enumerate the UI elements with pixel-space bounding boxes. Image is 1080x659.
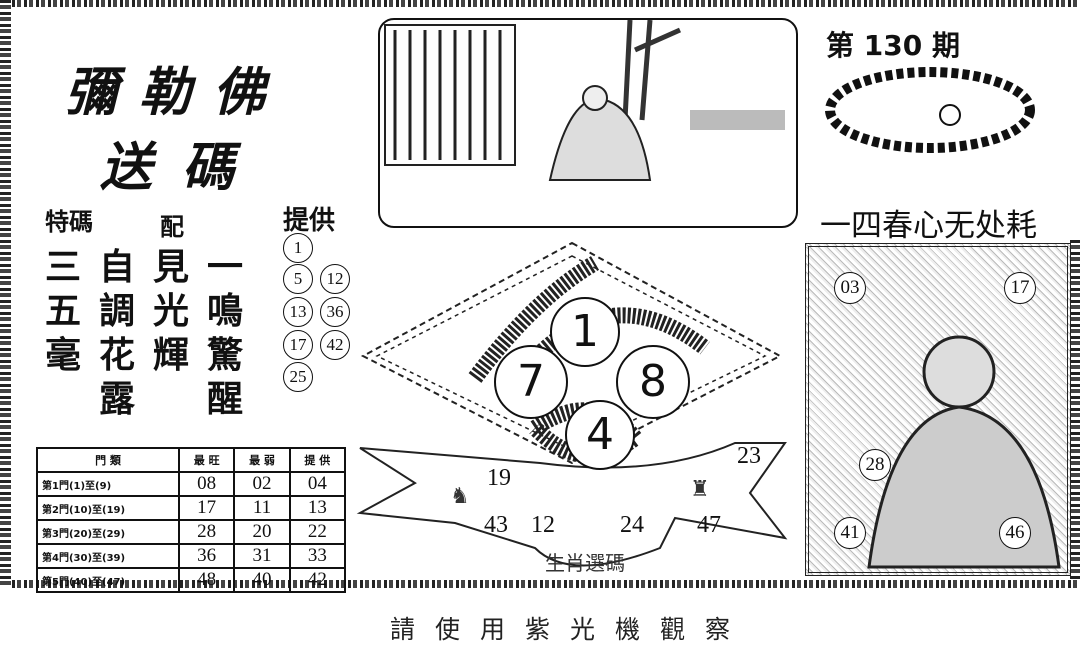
table-cell: 36 <box>177 543 236 569</box>
footer-note: 請使用紫光機觀察 <box>390 615 751 644</box>
special-header: 特碼 <box>45 207 93 236</box>
lucky-ball: 7 <box>494 345 568 419</box>
banner-number: 19 <box>487 465 511 491</box>
banner-number: 12 <box>531 512 555 538</box>
table-cell: 11 <box>233 495 291 521</box>
grid-char: 自 <box>98 247 135 288</box>
table-cell: 20 <box>233 519 291 545</box>
table-cell: 02 <box>233 471 291 497</box>
dragon-zodiac-icon: ♜ <box>690 477 710 502</box>
title-line1: 彌勒佛 <box>65 62 288 123</box>
grid-char: 輝 <box>152 335 189 376</box>
provided-number: 25 <box>283 362 313 392</box>
monk-illustration <box>378 18 798 228</box>
pair-header: 配 <box>160 212 184 241</box>
monk-jail-picture <box>384 20 785 181</box>
table-cell: 33 <box>288 543 347 569</box>
grid-char: 花 <box>98 335 135 376</box>
lucky-ball: 1 <box>550 297 620 367</box>
table-cell: 40 <box>233 567 291 593</box>
top-border-strip <box>0 0 1080 7</box>
table-cell: 28 <box>177 519 236 545</box>
table-cell: 第1門(1)至(9) <box>36 471 180 497</box>
table-cell: 48 <box>177 567 236 593</box>
diamond-banner-graphic: ♞ ♜ <box>356 241 788 567</box>
banner-number: 23 <box>737 443 761 469</box>
table-cell: 42 <box>288 567 347 593</box>
table-cell: 22 <box>288 519 347 545</box>
grid-char: 調 <box>98 291 135 332</box>
buddha-number: 28 <box>859 449 891 481</box>
table-header: 最 弱 <box>233 447 291 473</box>
table-cell: 08 <box>177 471 236 497</box>
grid-char: 露 <box>98 379 135 420</box>
right-border-strip <box>1070 240 1080 580</box>
bottom-border-strip <box>0 580 1080 588</box>
monkey-zodiac-icon: ♞ <box>450 484 470 509</box>
grid-char: 三 <box>44 247 81 288</box>
table-cell: 第2門(10)至(19) <box>36 495 180 521</box>
grid-char: 毫 <box>44 335 81 376</box>
zodiac-banner-label: 生肖選碼 <box>545 551 625 575</box>
special-grid: 三自見一 五調光鳴 毫花輝驚 露 醒 <box>40 238 248 420</box>
provided-number: 13 <box>283 297 313 327</box>
grid-char: 五 <box>44 291 81 332</box>
banner-number: 24 <box>620 512 644 538</box>
provided-number: 36 <box>320 297 350 327</box>
grid-char: 驚 <box>206 335 243 376</box>
table-cell: 13 <box>288 495 347 521</box>
table-cell: 第4門(30)至(39) <box>36 543 180 569</box>
provided-number: 42 <box>320 330 350 360</box>
provided-number: 12 <box>320 264 350 294</box>
left-border-strip <box>0 0 11 588</box>
table-cell: 31 <box>233 543 291 569</box>
table-cell: 第5門(40)至(47) <box>36 567 180 593</box>
provide-header: 提供 <box>283 206 336 236</box>
provided-number: 5 <box>283 264 313 294</box>
poem-line: 一四春心无处耗 <box>820 208 1037 244</box>
provided-number: 1 <box>283 233 313 263</box>
buddha-number: 03 <box>834 272 866 304</box>
grid-char: 醒 <box>206 379 243 420</box>
buddha-picture: 03 17 28 41 46 <box>805 243 1071 576</box>
buddha-number: 46 <box>999 517 1031 549</box>
prayer-beads-picture <box>825 67 1035 153</box>
issue-number: 第 130 期 <box>826 29 960 62</box>
grid-char <box>40 370 86 414</box>
table-header: 門 類 <box>36 447 180 473</box>
banner-number: 47 <box>697 512 721 538</box>
lucky-ball: 4 <box>565 400 635 470</box>
grid-char: 見 <box>152 247 189 288</box>
buddha-number: 41 <box>834 517 866 549</box>
buddha-number: 17 <box>1004 272 1036 304</box>
table-header: 提 供 <box>288 447 347 473</box>
table-cell: 04 <box>288 471 347 497</box>
grid-char: 一 <box>206 247 243 288</box>
table-cell: 第3門(20)至(29) <box>36 519 180 545</box>
grid-char: 鳴 <box>206 291 243 332</box>
title-line2: 送碼 <box>100 137 265 198</box>
table-cell: 17 <box>177 495 236 521</box>
provided-number: 17 <box>283 330 313 360</box>
grid-char: 光 <box>152 291 189 332</box>
grid-char <box>148 370 194 414</box>
table-header: 最 旺 <box>177 447 236 473</box>
lucky-ball: 8 <box>616 345 690 419</box>
banner-number: 43 <box>484 512 508 538</box>
